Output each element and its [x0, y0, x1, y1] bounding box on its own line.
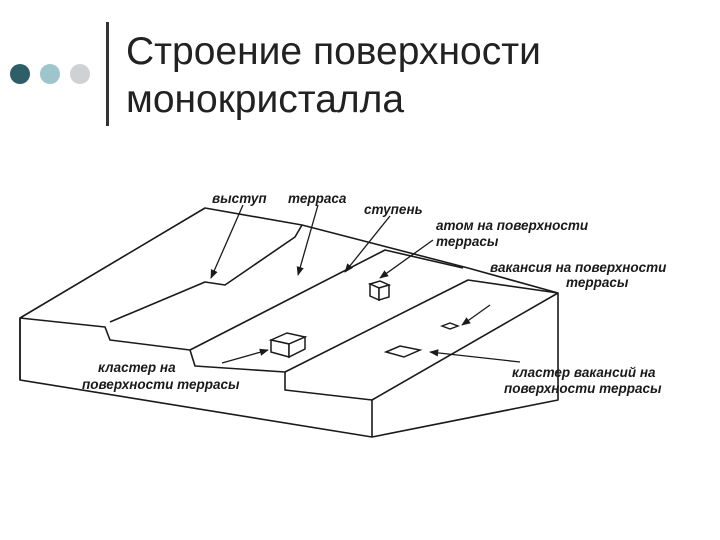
label-protrusion: выступ: [212, 191, 267, 206]
arrow-terrace: [296, 204, 319, 276]
vacancy-cluster-hole: [383, 345, 423, 358]
middle-step: [189, 349, 286, 373]
left-step: [19, 317, 191, 351]
label-vacancy-cluster-1: кластер вакансий на: [512, 365, 656, 380]
label-cluster-1: кластер на: [98, 360, 176, 375]
dot-dark: [10, 64, 30, 84]
label-step: ступень: [364, 202, 423, 217]
front-terrace-edge: [284, 279, 559, 373]
title-divider: [106, 22, 109, 126]
label-vacancy-cluster-2: поверхности террасы: [504, 381, 662, 396]
label-atom-2: террасы: [436, 234, 499, 249]
middle-terrace-edge: [189, 249, 464, 351]
vacancy-hole: [440, 322, 460, 330]
arrow-step: [344, 215, 391, 273]
protrusion-edge: [109, 224, 303, 323]
arrow-vacancy-cluster: [429, 349, 521, 363]
cluster-block: [268, 332, 308, 359]
dot-light: [70, 64, 90, 84]
arrow-cluster: [221, 348, 269, 364]
crystal-block: [19, 207, 559, 438]
decorative-dots: [10, 64, 100, 86]
arrow-atom: [379, 239, 434, 279]
atom-cube: [367, 280, 392, 302]
title-line-2: монокристалла: [126, 78, 405, 121]
label-cluster-2: поверхности террасы: [82, 377, 240, 392]
label-atom-1: атом на поверхности: [436, 218, 589, 233]
label-arrows: [210, 204, 521, 364]
front-step: [284, 372, 373, 401]
title-line-1: Строение поверхности: [126, 30, 541, 73]
label-vacancy-2: террасы: [566, 275, 629, 290]
label-terrace: терраса: [288, 191, 347, 206]
base-top-edge: [371, 292, 559, 401]
slide-title: Строение поверхности монокристалла: [126, 28, 706, 124]
arrow-protrusion: [210, 204, 244, 279]
label-vacancy-1: вакансия на поверхности: [490, 260, 667, 275]
dot-mid: [40, 64, 60, 84]
arrow-vacancy: [461, 304, 491, 326]
